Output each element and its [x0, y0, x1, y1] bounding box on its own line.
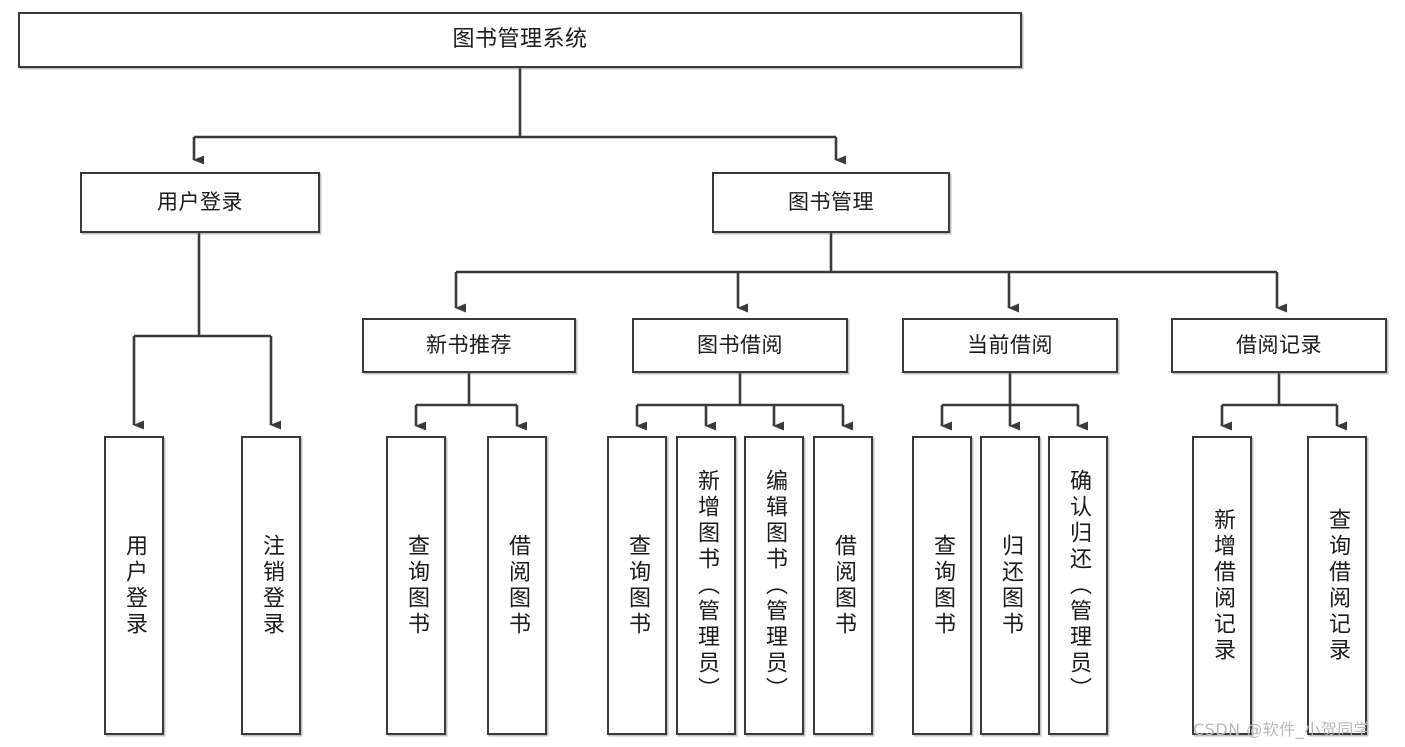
node-book-manage[interactable]: 图书管理: [712, 172, 950, 233]
node-label: 查询借阅记录: [1325, 507, 1350, 664]
node-root-system[interactable]: 图书管理系统: [18, 12, 1022, 68]
node-leaf-query-book-current[interactable]: 查询图书: [912, 436, 972, 735]
node-label: 注销登录: [259, 533, 284, 638]
node-label: 用户登录: [157, 190, 243, 215]
node-label: 图书管理: [788, 190, 874, 215]
node-label: 新增借阅记录: [1210, 507, 1235, 664]
node-book-borrow[interactable]: 图书借阅: [632, 318, 848, 373]
node-borrow-record[interactable]: 借阅记录: [1171, 318, 1387, 373]
node-label: 新书推荐: [426, 333, 512, 358]
node-leaf-query-book-rec[interactable]: 查询图书: [386, 436, 446, 735]
node-leaf-query-book-borrow[interactable]: 查询图书: [607, 436, 667, 735]
node-label: 查询图书: [404, 533, 429, 638]
node-leaf-confirm-return[interactable]: 确认归还（管理员）: [1048, 436, 1108, 735]
node-label: 用户登录: [122, 533, 147, 638]
node-label: 图书借阅: [697, 333, 783, 358]
node-label: 查询图书: [930, 533, 955, 638]
node-leaf-query-borrow-record[interactable]: 查询借阅记录: [1307, 436, 1367, 735]
node-leaf-add-borrow-record[interactable]: 新增借阅记录: [1192, 436, 1252, 735]
watermark: CSDN @软件_小贺同学: [1193, 720, 1371, 739]
node-label: 查询图书: [625, 533, 650, 638]
node-label: 借阅记录: [1236, 333, 1322, 358]
node-leaf-borrow-book[interactable]: 借阅图书: [813, 436, 873, 735]
node-leaf-user-login[interactable]: 用户登录: [104, 436, 164, 735]
node-leaf-return-book[interactable]: 归还图书: [980, 436, 1040, 735]
node-leaf-edit-book[interactable]: 编辑图书（管理员）: [744, 436, 804, 735]
node-label: 借阅图书: [505, 533, 530, 638]
node-label: 借阅图书: [831, 533, 856, 638]
node-leaf-borrow-book-rec[interactable]: 借阅图书: [487, 436, 547, 735]
node-label: 编辑图书（管理员）: [762, 468, 787, 703]
node-new-book-recommend[interactable]: 新书推荐: [362, 318, 576, 373]
node-leaf-add-book[interactable]: 新增图书（管理员）: [676, 436, 736, 735]
node-label: 当前借阅: [967, 333, 1053, 358]
node-current-borrow[interactable]: 当前借阅: [902, 318, 1118, 373]
node-leaf-logout[interactable]: 注销登录: [241, 436, 301, 735]
node-user-login[interactable]: 用户登录: [80, 172, 320, 233]
node-label: 图书管理系统: [452, 27, 588, 53]
node-label: 确认归还（管理员）: [1066, 468, 1091, 703]
node-label: 归还图书: [998, 533, 1023, 638]
node-label: 新增图书（管理员）: [694, 468, 719, 703]
